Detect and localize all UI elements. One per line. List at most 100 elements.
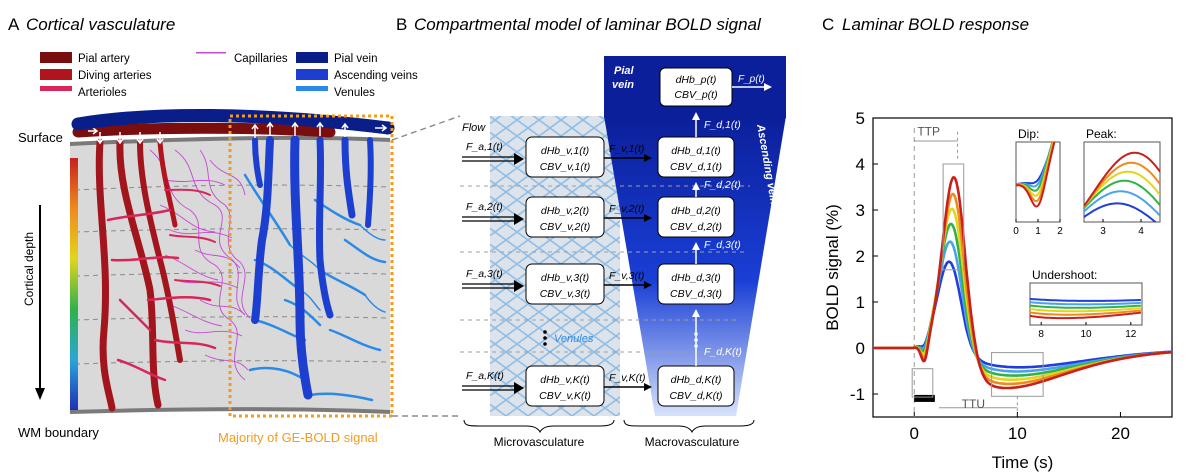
- ttu-label: TTU: [962, 397, 985, 411]
- y-axis-label: BOLD signal (%): [823, 204, 842, 331]
- vein-flow-label-3: F_d,3(t): [704, 239, 741, 251]
- legend-swatch-5: [296, 69, 328, 80]
- compartment-rows: dHb_v,1(t) CBV_v,1(t) dHb_d,1(t) CBV_d,1(t)…: [462, 112, 742, 407]
- legend-swatch-1: [40, 69, 72, 80]
- venule-cbv-1: CBV_v,1(t): [540, 161, 591, 173]
- vein-cbv-1: CBV_d,1(t): [670, 161, 722, 173]
- inset-line-3: [1030, 304, 1141, 309]
- vein-cbv-2: CBV_d,2(t): [670, 221, 722, 233]
- vein-cbv-4: CBV_d,K(t): [669, 390, 722, 402]
- inset-title: Undershoot:: [1032, 268, 1097, 282]
- stimulus-bar: [914, 394, 935, 402]
- panel-a-title: Cortical vasculature: [26, 15, 175, 34]
- depth-arrow-head: [35, 388, 45, 400]
- y-tick-label: 4: [856, 155, 865, 174]
- pial-artery-flow-arrows: [88, 127, 164, 145]
- legend-label-2: Arterioles: [78, 87, 127, 99]
- legend-swatch-0: [40, 52, 72, 63]
- panel-a: A Cortical vasculature Pial arteryDiving…: [8, 15, 461, 445]
- panel-c-letter: C: [822, 15, 834, 34]
- macro-brace: [623, 419, 755, 434]
- inset-series: [1016, 142, 1056, 208]
- x-tick-label: 0: [910, 424, 919, 443]
- venule-flow-label-1: F_v,1(t): [609, 143, 644, 155]
- venule-cbv-4: CBV_v,K(t): [539, 390, 591, 402]
- inflow-head-2: [514, 213, 524, 225]
- venule-cbv-2: CBV_v,2(t): [540, 221, 591, 233]
- inset-tick-label: 3: [1100, 226, 1106, 237]
- venule-box-2: [525, 196, 605, 238]
- inset-line-1: [1084, 202, 1157, 222]
- inset-line-6: [1084, 151, 1160, 207]
- panel-c-title: Laminar BOLD response: [842, 15, 1029, 34]
- arterial-tree: [95, 138, 221, 412]
- pial-flow-label: F_p(t): [738, 74, 765, 85]
- vein-flow-label-2: F_d,2(t): [704, 179, 741, 191]
- legend-label-6: Venules: [334, 87, 375, 99]
- inset-line-6: [1016, 142, 1056, 208]
- inflow-label-4: F_a,K(t): [466, 370, 504, 382]
- inset-title: Peak:: [1086, 127, 1117, 141]
- inflow-label-1: F_a,1(t): [466, 141, 503, 153]
- inset-series: [1084, 151, 1160, 222]
- inflow-head-3: [514, 280, 524, 292]
- inflow-head-1: [514, 153, 524, 165]
- pial-vein-label-2: vein: [612, 79, 634, 91]
- ellipsis-micro: [543, 330, 547, 346]
- pial-vein: [71, 108, 395, 135]
- surface-label: Surface: [18, 130, 63, 145]
- venule-cbv-3: CBV_v,3(t): [540, 288, 591, 300]
- venule-flow-label-2: F_v,2(t): [609, 203, 644, 215]
- wm-label: WM boundary: [18, 425, 99, 440]
- x-axis-label: Time (s): [992, 453, 1054, 472]
- vein-dhb-3: dHb_d,3(t): [671, 272, 721, 284]
- peak-zoom-box: [942, 163, 965, 271]
- venule-dhb-1: dHb_v,1(t): [541, 145, 589, 157]
- venule-dhb-4: dHb_v,K(t): [540, 374, 589, 386]
- inset-frame: [1015, 141, 1061, 223]
- venule-flow-label-4: F_v,K(t): [609, 372, 646, 384]
- pial-cbv: CBV_p(t): [674, 89, 717, 101]
- inflow-label-2: F_a,2(t): [466, 201, 503, 213]
- y-tick-label: -1: [850, 385, 865, 404]
- vein-dhb-4: dHb_d,K(t): [671, 374, 722, 386]
- depth-label: Cortical depth: [22, 232, 36, 306]
- y-tick-label: 5: [856, 109, 865, 128]
- y-tick-label: 1: [856, 293, 865, 312]
- venule-box-1: [525, 136, 605, 178]
- vein-flow-label-1: F_d,1(t): [704, 119, 741, 131]
- inset-title: Dip:: [1018, 127, 1039, 141]
- dip-zoom-box: [911, 368, 934, 398]
- legend-label-3: Capillaries: [234, 53, 288, 65]
- legend-swatch-4: [296, 52, 328, 63]
- inset-line-5: [1084, 161, 1160, 207]
- legend-label-4: Pial vein: [334, 53, 377, 65]
- panel-b-letter: B: [396, 15, 407, 34]
- vein-cbv-3: CBV_d,3(t): [670, 288, 722, 300]
- pial-dhb: dHb_p(t): [676, 74, 717, 86]
- inset-line-4: [1084, 170, 1160, 208]
- ttp-label: TTP: [917, 124, 940, 138]
- venous-tree: [243, 135, 387, 402]
- depth-color-bar: [70, 158, 78, 410]
- inset-line-1: [1030, 297, 1141, 302]
- wm-boundary-line: [69, 407, 391, 414]
- legend-label-0: Pial artery: [78, 53, 130, 65]
- panel-b: B Compartmental model of laminar BOLD si…: [396, 15, 786, 449]
- panel-a-letter: A: [8, 15, 20, 34]
- inset-line-2: [1084, 190, 1160, 217]
- pial-vein-label-1: Pial: [614, 65, 635, 77]
- inset-tick-label: 12: [1125, 329, 1137, 340]
- venule-box-4: [525, 365, 605, 407]
- inset-line-4: [1030, 307, 1141, 313]
- venules-label: Venules: [554, 333, 594, 345]
- vein-dhb-2: dHb_d,2(t): [671, 205, 721, 217]
- vein-dhb-1: dHb_d,1(t): [671, 145, 721, 157]
- venule-box-3: [525, 263, 605, 305]
- inset-line-2: [1030, 301, 1141, 306]
- inset-tick-label: 2: [1057, 226, 1063, 237]
